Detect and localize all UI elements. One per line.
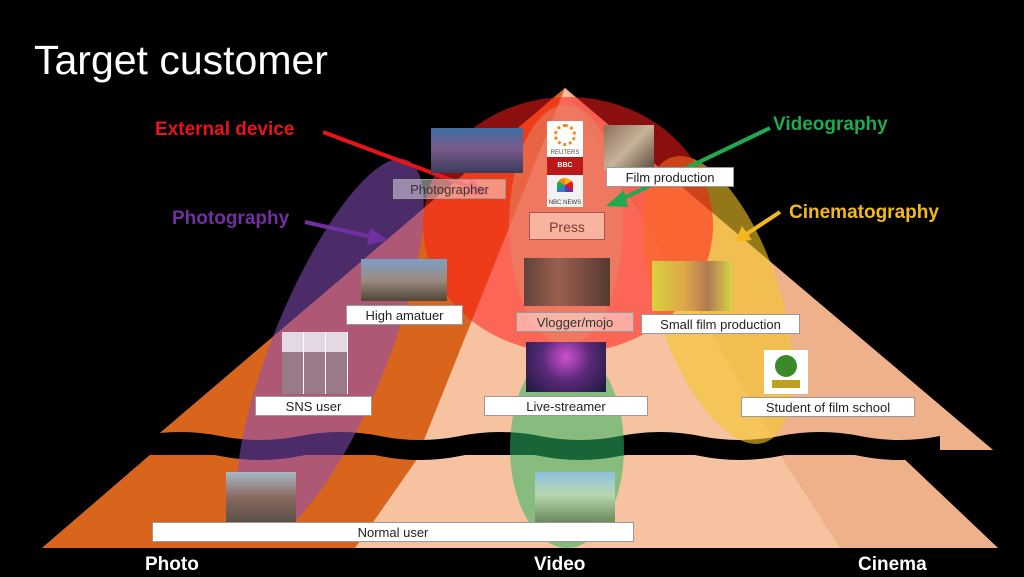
cinematography-label: Cinematography	[789, 202, 939, 223]
normal-user-photo-1	[226, 472, 296, 522]
film-production-label: Film production	[606, 167, 734, 187]
cinematography-arrow	[735, 210, 782, 242]
vlogger-label: Vlogger/mojo	[516, 312, 634, 332]
film-production-photo	[604, 125, 654, 170]
bbc-news-logo: BBC NEWS	[547, 157, 583, 175]
photographer-label: Photographer	[393, 179, 506, 199]
external-device-label: External device	[155, 119, 295, 140]
student-film-school-label: Student of film school	[741, 397, 915, 417]
live-streamer-label: Live-streamer	[484, 396, 648, 416]
axis-label-cinema: Cinema	[858, 554, 927, 575]
axis-label-photo: Photo	[145, 554, 199, 575]
videography-label: Videography	[773, 114, 888, 135]
reuters-logo: REUTERS	[547, 121, 583, 157]
sns-user-photo	[282, 332, 348, 394]
photography-arrow	[304, 220, 388, 245]
small-film-production-photo	[652, 261, 732, 311]
videography-arrow	[606, 126, 771, 207]
film-school-logo	[764, 350, 808, 394]
high-amatuer-label: High amatuer	[346, 305, 463, 325]
page-title: Target customer	[34, 37, 328, 83]
axis-label-video: Video	[534, 554, 586, 575]
vlogger-photo	[524, 258, 610, 306]
normal-user-label: Normal user	[152, 522, 634, 542]
press-label: Press	[529, 212, 605, 240]
photography-label: Photography	[172, 208, 290, 229]
external-device-arrow	[322, 130, 490, 195]
nbc-news-logo: NBC NEWS	[547, 175, 583, 207]
high-amatuer-photo	[361, 259, 447, 301]
small-film-production-label: Small film production	[641, 314, 800, 334]
photographer-photo	[431, 128, 523, 173]
sns-user-label: SNS user	[255, 396, 372, 416]
normal-user-photo-2	[535, 472, 615, 522]
live-streamer-photo	[526, 342, 606, 392]
